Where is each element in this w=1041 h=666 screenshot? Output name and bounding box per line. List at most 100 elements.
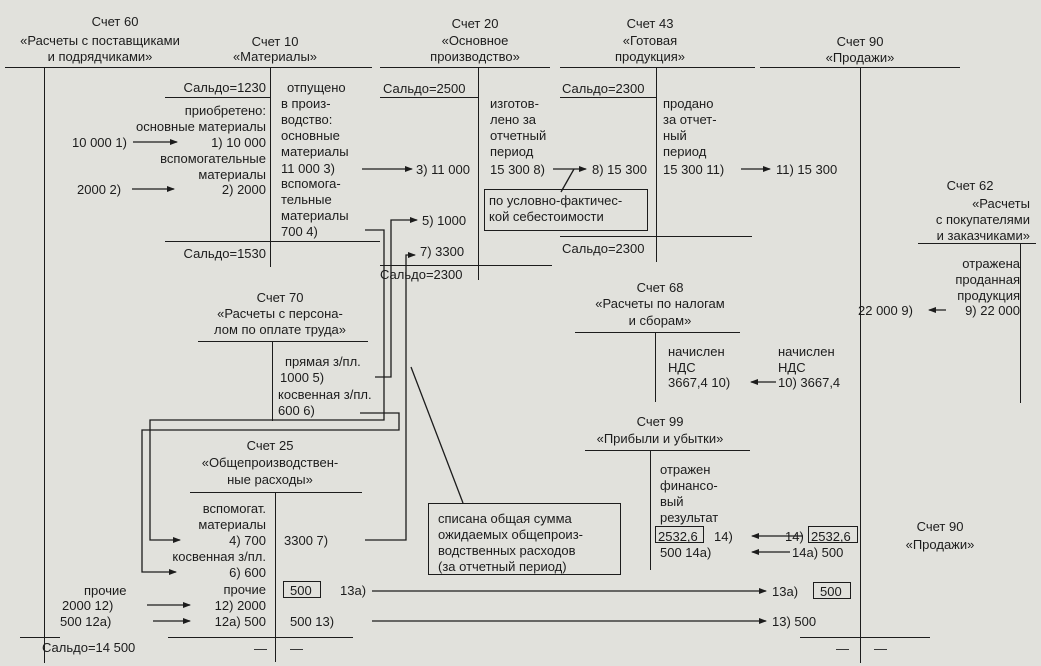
account-90-d14a: 14а) 500 xyxy=(792,545,844,560)
account-62-title: Счет 62 xyxy=(946,178,994,193)
account-60-vline xyxy=(44,67,46,663)
account-99-k2: финансо- xyxy=(660,478,718,493)
note1-line2: кой себестоимости xyxy=(489,209,604,224)
account-20-d3: 3) 11 000 xyxy=(416,162,470,177)
account-25-k2-ref: 13а) xyxy=(340,583,367,598)
account-60-saldo: Сальдо=14 500 xyxy=(42,640,136,655)
account-90-d13: 13) 500 xyxy=(772,614,817,629)
account-99-k6: 500 14а) xyxy=(660,545,712,560)
account-25-title: Счет 25 xyxy=(246,438,294,453)
account-62-d9: 9) 22 000 xyxy=(965,303,1020,318)
account-25-k3: 500 13) xyxy=(290,614,335,629)
account-10-k3: водство: xyxy=(281,112,333,127)
account-25-d6: прочие xyxy=(223,582,266,597)
account-60-closing-line xyxy=(20,637,60,639)
account-60-hline xyxy=(5,67,185,69)
account-99-hline xyxy=(585,450,750,452)
account-60-e12a: 500 12а) xyxy=(60,614,112,629)
account-70-vline xyxy=(272,341,274,421)
account-43-name-1: «Готовая xyxy=(622,33,678,48)
account-10-d6: материалы xyxy=(198,167,266,182)
account-90-dash-1: — xyxy=(836,641,849,656)
account-60-title: Счет 60 xyxy=(91,14,139,29)
account-10-saldo-open: Сальдо=1230 xyxy=(183,80,266,95)
note-box-conditional-cost xyxy=(484,189,648,231)
account-43-saldo-close: Сальдо=2300 xyxy=(562,241,645,256)
account-10-k6: 11 000 3) xyxy=(281,161,335,176)
box-90-14 xyxy=(808,526,858,543)
account-68-k1: начислен xyxy=(668,344,725,359)
account-20-name-1: «Основное xyxy=(441,33,509,48)
account-99-k5-value: 2532,6 xyxy=(658,529,698,544)
note2-line4: (за отчетный период) xyxy=(438,559,567,574)
account-20-closing-line xyxy=(380,265,552,267)
account-43-saldo-open: Сальдо=2300 xyxy=(562,81,645,96)
account-90-d11: 11) 15 300 xyxy=(776,162,838,177)
account-62-k3: продукция xyxy=(957,288,1020,303)
account-10-d7: 2000 2) xyxy=(77,182,122,197)
account-25-d4: косвенная з/пл. xyxy=(172,549,266,564)
account-68-name-1: «Расчеты по налогам xyxy=(595,296,725,311)
account-10-d8: 2) 2000 xyxy=(221,182,266,197)
account-20-d5: 5) 1000 xyxy=(422,213,467,228)
account-70-name-1: «Расчеты с персона- xyxy=(217,306,343,321)
account-68-d3: 10) 3667,4 xyxy=(778,375,841,390)
account-10-k10: 700 4) xyxy=(281,224,318,239)
account-20-k2: лено за xyxy=(490,112,537,127)
account-43-k4: период xyxy=(663,144,707,159)
account-25-k1: 3300 7) xyxy=(284,533,329,548)
account-90-dash-2: — xyxy=(874,641,887,656)
account-25-name-1: «Общепроизводствен- xyxy=(201,455,339,470)
account-25-d1: вспомогат. xyxy=(202,501,266,516)
account-20-d7: 7) 3300 xyxy=(420,244,465,259)
account-90b-name: «Продажи» xyxy=(905,537,975,552)
account-10-d2: основные материалы xyxy=(136,119,266,134)
note2-line2: ожидаемых общепроиз- xyxy=(438,527,583,542)
account-99-name: «Прибыли и убытки» xyxy=(596,431,724,446)
account-90b-title: Счет 90 xyxy=(916,519,964,534)
note1-line1: по условно-фактичес- xyxy=(489,193,623,208)
account-43-k2: за отчет- xyxy=(663,112,717,127)
account-99-vline xyxy=(650,450,652,570)
account-68-d2: НДС xyxy=(778,360,806,375)
account-10-k7: вспомога- xyxy=(281,176,341,191)
account-60-e12: 2000 12) xyxy=(62,598,114,613)
account-43-hline xyxy=(560,67,755,69)
account-10-d3: 10 000 1) xyxy=(72,135,127,150)
account-43-d8: 8) 15 300 xyxy=(592,162,647,177)
account-62-k2: проданная xyxy=(955,272,1020,287)
account-60-name-1: «Расчеты с поставщиками xyxy=(20,33,180,48)
note2-line3: водственных расходов xyxy=(438,543,576,558)
note-box-overhead xyxy=(428,503,621,575)
account-10-hline xyxy=(172,67,372,69)
account-10-k8: тельные xyxy=(281,192,332,207)
account-70-hline xyxy=(198,341,368,343)
account-99-k5-ref: 14) xyxy=(714,529,733,544)
account-43-closing-line xyxy=(560,236,752,238)
account-25-d7: 12) 2000 xyxy=(214,598,266,613)
account-10-k1: отпущено xyxy=(287,80,346,95)
account-70-k3: косвенная з/пл. xyxy=(278,387,372,402)
account-20-hline xyxy=(380,67,550,69)
box-25-13a xyxy=(283,581,321,598)
account-70-k4: 600 6) xyxy=(278,403,315,418)
account-68-vline xyxy=(655,332,657,402)
account-20-k5: 15 300 8) xyxy=(490,162,545,177)
box-90-13a xyxy=(813,582,851,599)
arrow-6-route xyxy=(141,412,400,575)
account-62-name-1: «Расчеты xyxy=(972,196,1030,211)
account-68-k3: 3667,4 10) xyxy=(668,375,731,390)
account-20-k1: изготов- xyxy=(490,96,539,111)
account-62-name-2: с покупателями xyxy=(935,212,1030,227)
account-70-title: Счет 70 xyxy=(256,290,304,305)
account-60-e12-label: прочие xyxy=(84,583,127,598)
account-10-saldo-close: Сальдо=1530 xyxy=(183,246,266,261)
account-10-d5: вспомогательные xyxy=(160,151,266,166)
account-99-title: Счет 99 xyxy=(636,414,684,429)
account-10-k2: в произ- xyxy=(281,96,331,111)
account-99-k3: вый xyxy=(660,494,684,509)
account-10-closing-line xyxy=(165,241,380,243)
account-20-k4: период xyxy=(490,144,534,159)
account-10-k9: материалы xyxy=(281,208,349,223)
